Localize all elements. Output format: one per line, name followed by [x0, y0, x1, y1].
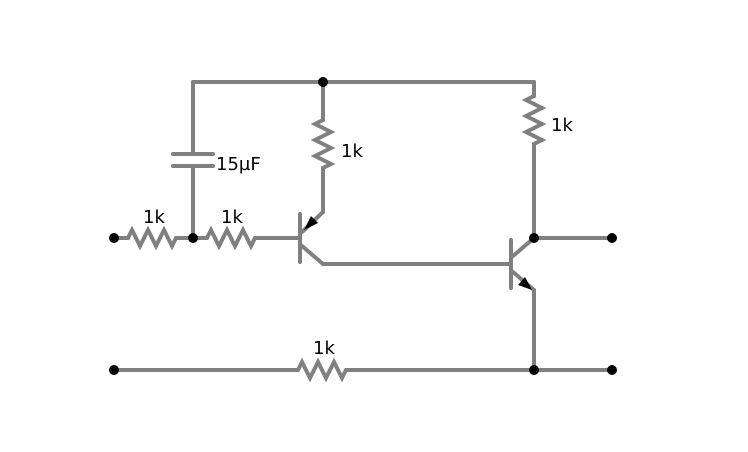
transistor-q2 — [509, 236, 536, 292]
label-r-input-1: 1k — [143, 207, 165, 228]
resistor-collector-q2 — [521, 94, 547, 152]
transistor-q1 — [298, 210, 325, 266]
label-r-collector-q2: 1k — [551, 115, 573, 136]
q1-emitter-lead — [300, 244, 325, 266]
junction-q2-collector — [529, 233, 539, 243]
input-terminal — [109, 233, 119, 243]
labels: 1k 1k 15µF 1k 1k 1k — [143, 115, 573, 359]
bottom-left-terminal — [109, 365, 119, 375]
wires — [112, 80, 614, 372]
output-terminal-top — [607, 233, 617, 243]
q2-arrow-icon — [518, 277, 532, 290]
resistor-input-1 — [126, 225, 182, 251]
output-terminal-bottom — [607, 365, 617, 375]
label-r-input-2: 1k — [221, 207, 243, 228]
junction-capacitor — [188, 233, 198, 243]
label-r-feedback: 1k — [313, 338, 335, 359]
junction-top-rail — [318, 77, 328, 87]
junction-q2-emitter — [529, 365, 539, 375]
capacitor — [171, 152, 215, 168]
label-capacitor: 15µF — [216, 154, 261, 175]
resistor-feedback — [296, 357, 352, 383]
resistor-collector-q1 — [310, 118, 336, 176]
resistor-input-2 — [205, 225, 260, 251]
resistors — [126, 94, 547, 383]
label-r-collector-q1: 1k — [341, 141, 363, 162]
nodes — [109, 77, 617, 375]
q1-arrow-icon — [304, 216, 318, 230]
